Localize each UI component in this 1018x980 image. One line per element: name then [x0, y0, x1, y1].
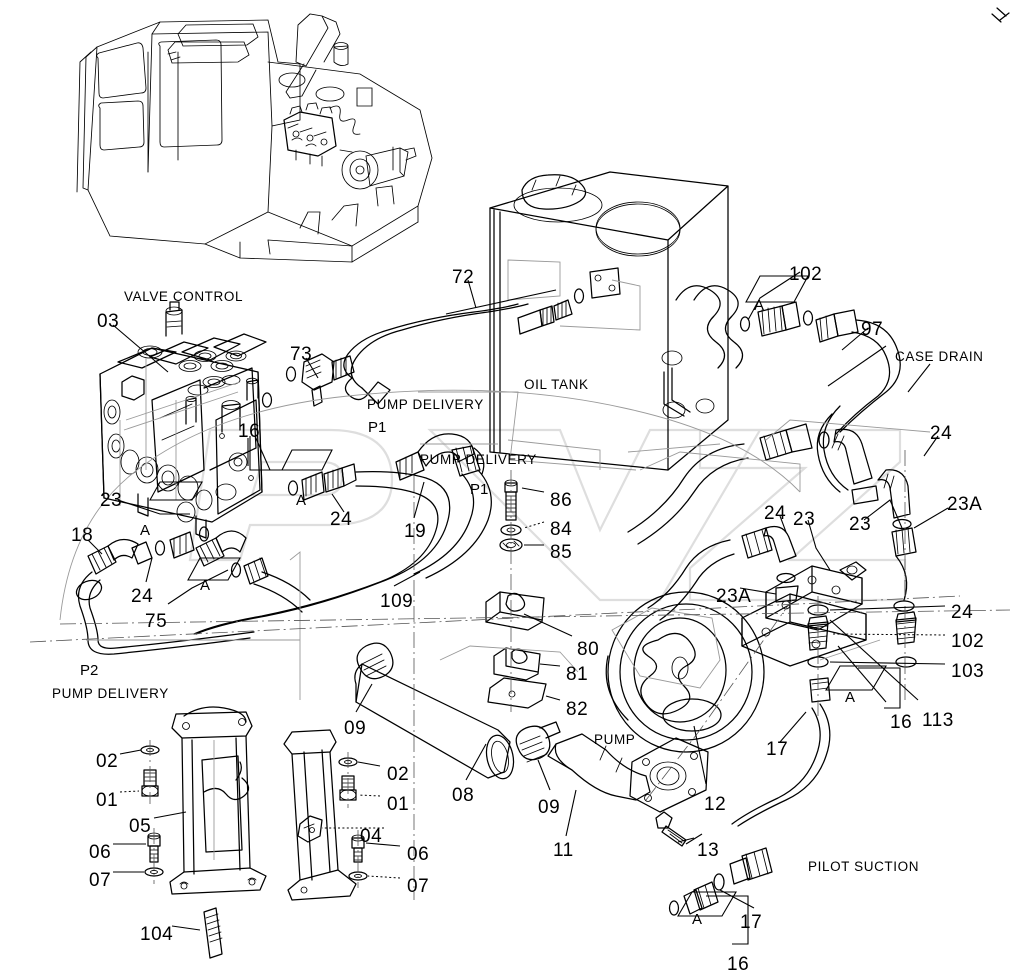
part-number-n-09c: 09	[538, 797, 561, 818]
center-lines	[29, 476, 1011, 900]
part-number-n-18: 18	[71, 525, 94, 546]
part-number-n-02b: 02	[387, 764, 410, 785]
part-number-n-01a: 01	[96, 790, 119, 811]
part-number-n-24d: 24	[764, 503, 787, 524]
clamp-stack-80-86	[485, 470, 547, 712]
part-number-n-102t: 102	[789, 264, 823, 285]
part-number-n-113: 113	[922, 710, 954, 731]
part-104-plug	[203, 907, 223, 959]
bracket-05-assembly	[169, 706, 267, 895]
hose-72	[343, 288, 585, 405]
port-label-p2: P2	[80, 662, 99, 679]
part-number-n-13: 13	[697, 840, 720, 861]
part-number-n-24e: 24	[951, 602, 974, 623]
fitting-18-23-24	[75, 526, 255, 655]
part-number-n-04: 04	[360, 826, 383, 847]
part-number-n-17b: 17	[740, 912, 763, 933]
part-number-n-75: 75	[145, 611, 168, 632]
caption-pump: PUMP	[594, 732, 636, 747]
part-number-n-109: 109	[380, 591, 414, 612]
sheet-corner-mark	[991, 7, 1010, 23]
elbow-23A-right	[877, 450, 917, 700]
part-number-n-84: 84	[550, 519, 573, 540]
part-number-n-03: 03	[97, 311, 120, 332]
a-flag-boxes	[149, 275, 901, 945]
part-number-n-12: 12	[704, 794, 727, 815]
fitting-72-tank	[517, 288, 585, 335]
part-number-n-02a: 02	[96, 751, 119, 772]
fitting-102-97-tank	[739, 301, 901, 493]
caption-pump-delivery-3: PUMP DELIVERY	[52, 686, 169, 701]
part-number-n-102b: 102	[951, 631, 985, 652]
part-number-n-16b: 16	[890, 712, 913, 733]
caption-pilot-suction: PILOT SUCTION	[808, 859, 920, 874]
caption-pump-delivery-2: PUMP DELIVERY	[420, 452, 537, 467]
part-number-n-01b: 01	[387, 794, 410, 815]
leader-lines	[87, 271, 949, 931]
part-number-n-73: 73	[290, 344, 313, 365]
part-number-n-97: 97	[861, 319, 884, 340]
part-number-n-19: 19	[404, 521, 427, 542]
a-flag-a-left-23: A	[140, 522, 151, 539]
part-number-n-16c: 16	[727, 954, 750, 975]
part-number-n-86: 86	[550, 490, 573, 511]
part-number-n-07a: 07	[89, 870, 112, 891]
hose-clamp-center	[515, 721, 561, 763]
elbow-24-upper-right	[627, 423, 879, 545]
part-number-n-07b: 07	[407, 876, 430, 897]
hose-clamp-left-09	[356, 642, 394, 680]
part-number-n-24a: 24	[330, 509, 353, 530]
a-flag-a-pump-16: A	[845, 689, 856, 706]
part-number-n-06b: 06	[407, 844, 430, 865]
part-number-n-23r: 23	[849, 514, 872, 535]
fitting-19-p1	[395, 433, 492, 579]
part-number-n-24c: 24	[930, 423, 953, 444]
fitting-75-a	[195, 530, 311, 613]
a-flag-a-left-75: A	[200, 577, 211, 594]
part-number-n-80: 80	[577, 639, 600, 660]
a-flag-a-pilot-16: A	[692, 911, 703, 928]
part-number-n-05: 05	[129, 816, 152, 837]
part-number-n-103: 103	[951, 661, 985, 682]
port-label-p1-a: P1	[368, 419, 387, 436]
part-number-n-11: 11	[553, 840, 574, 861]
part-number-n-24b: 24	[131, 586, 154, 607]
part-number-n-82: 82	[566, 699, 589, 720]
elbow-23A-center	[647, 525, 799, 621]
part-number-n-08: 08	[452, 785, 475, 806]
a-flag-a-tank-102: A	[754, 297, 765, 314]
part-number-n-23b: 23	[793, 509, 816, 530]
caption-pump-delivery-1: PUMP DELIVERY	[367, 397, 484, 412]
fitting-16-17-pump	[731, 596, 831, 827]
pilot-suction-end	[668, 847, 773, 916]
part-number-n-16a: 16	[238, 421, 261, 442]
valve-control-block	[99, 301, 267, 539]
fitting-16-24-valve	[261, 392, 357, 501]
oil-tank-assembly	[489, 171, 744, 471]
excavator-inset	[76, 13, 433, 263]
main-pump-assembly	[354, 561, 867, 847]
part-number-n-23Al: 23A	[716, 586, 752, 607]
fastener-stack-right	[338, 752, 368, 888]
a-flag-a-valve-16: A	[296, 492, 307, 509]
part-number-n-09a: 09	[344, 718, 367, 739]
bracket-04-assembly	[283, 729, 357, 901]
part-number-n-23a: 23	[100, 490, 123, 511]
caption-valve-control: VALVE CONTROL	[124, 289, 244, 304]
frame-hidden-outline	[59, 381, 931, 700]
part-number-n-23Ar: 23A	[947, 494, 983, 515]
caption-case-drain: CASE DRAIN	[895, 349, 984, 364]
part-number-n-85: 85	[550, 542, 573, 563]
part-number-n-104: 104	[140, 924, 174, 945]
part-number-n-81: 81	[566, 664, 589, 685]
part-number-n-17a: 17	[766, 739, 789, 760]
part-number-n-06a: 06	[89, 842, 112, 863]
caption-oil-tank: OIL TANK	[524, 377, 589, 392]
hose-109	[193, 470, 451, 635]
part-number-n-72: 72	[452, 267, 475, 288]
fastener-stack-left	[140, 740, 164, 884]
port-label-p1-b: P1	[470, 481, 489, 498]
